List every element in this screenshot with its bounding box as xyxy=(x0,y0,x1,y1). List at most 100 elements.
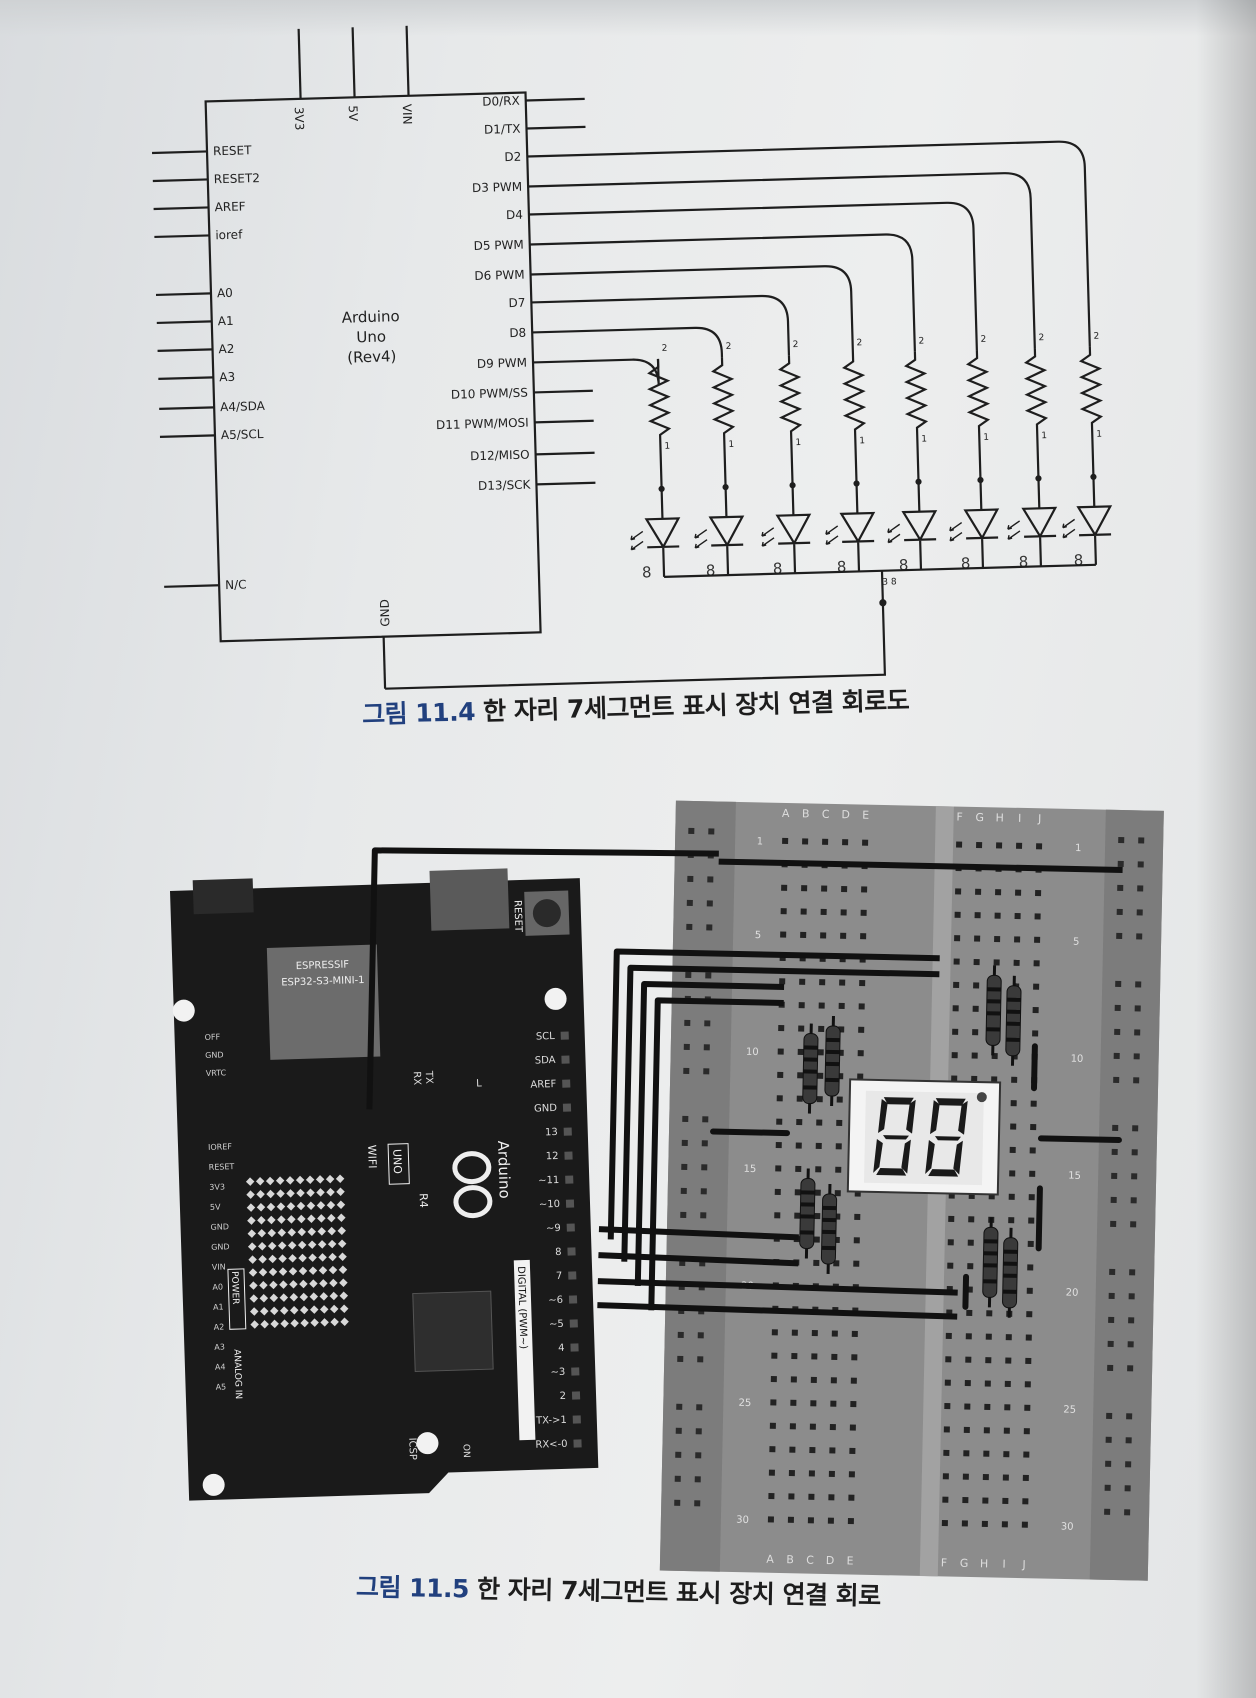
jumper-wire xyxy=(710,1128,791,1137)
terminal-hole xyxy=(993,959,1000,966)
matrix-led xyxy=(277,1228,287,1237)
rail-hole xyxy=(1126,1413,1133,1420)
rail-hole xyxy=(1124,1485,1131,1492)
terminal-hole xyxy=(944,1379,951,1386)
terminal-hole xyxy=(941,1519,948,1527)
terminal-hole xyxy=(791,1353,798,1360)
segment-glyph: 8 xyxy=(706,561,716,579)
rail-hole xyxy=(1131,1173,1138,1180)
terminal-hole xyxy=(954,911,961,918)
signal-wire xyxy=(531,294,791,356)
matrix-led xyxy=(326,1187,335,1197)
led-light-arrows xyxy=(887,523,901,544)
terminal-hole xyxy=(974,912,981,919)
right-header-label: 12 xyxy=(546,1151,559,1162)
matrix-led xyxy=(299,1292,309,1302)
terminal-hole xyxy=(1003,1451,1010,1458)
matrix-led xyxy=(257,1229,267,1238)
terminal-hole xyxy=(822,838,829,845)
left-pin-line xyxy=(152,150,208,155)
rail-hole xyxy=(680,1187,687,1194)
rail-hole xyxy=(1130,1197,1137,1204)
terminal-hole xyxy=(862,839,869,846)
rail-hole xyxy=(1124,1509,1131,1516)
header-pin xyxy=(562,1103,572,1112)
led-light-arrows xyxy=(630,530,644,551)
mounting-hole xyxy=(202,1473,225,1496)
resistor-band xyxy=(986,1027,1001,1032)
terminal-hole xyxy=(792,1282,799,1289)
terminal-hole xyxy=(796,1119,803,1126)
matrix-led xyxy=(328,1252,337,1262)
left-header-label: GND xyxy=(211,1242,230,1252)
terminal-hole xyxy=(837,1049,844,1056)
segment xyxy=(882,1135,909,1140)
matrix-led xyxy=(317,1214,326,1223)
right-pin-line xyxy=(525,97,585,102)
resistor xyxy=(842,353,867,514)
terminal-hole xyxy=(969,1146,976,1153)
terminal-hole xyxy=(850,1401,857,1408)
terminal-hole xyxy=(990,1123,997,1130)
right-header-label: ~6 xyxy=(548,1295,563,1306)
terminal-hole xyxy=(1003,1427,1010,1434)
power-label: POWER xyxy=(229,1271,240,1305)
terminal-hole xyxy=(1008,1217,1015,1224)
page-top-shadow xyxy=(0,0,1256,36)
terminal-hole xyxy=(976,841,983,849)
matrix-led xyxy=(286,1202,296,1211)
right-pin-label: D6 PWM xyxy=(474,268,525,283)
matrix-led xyxy=(256,1190,265,1199)
terminal-hole xyxy=(1023,1451,1030,1458)
header-pin xyxy=(565,1199,575,1208)
row-number: 5 xyxy=(755,930,762,941)
terminal-hole xyxy=(828,1470,835,1477)
header-pin xyxy=(563,1127,572,1136)
rail-hole xyxy=(701,1140,708,1147)
terminal-hole xyxy=(833,1236,840,1243)
resistor-band xyxy=(825,1037,841,1043)
rail-hole xyxy=(682,1115,689,1122)
rail-hole xyxy=(677,1355,684,1362)
header-pin xyxy=(561,1055,570,1064)
jumper-wire xyxy=(597,1302,958,1320)
resistor-band xyxy=(1006,1009,1021,1014)
rail-hole xyxy=(1104,1508,1111,1515)
column-letter: I xyxy=(1002,1558,1006,1571)
model-label: R4 xyxy=(417,1193,430,1208)
rail-hole xyxy=(1125,1461,1132,1468)
resistor xyxy=(904,351,929,512)
terminal-hole xyxy=(857,1073,864,1080)
gnd-pin-label: GND xyxy=(378,599,393,627)
terminal-hole xyxy=(1031,1077,1038,1084)
terminal-hole xyxy=(1032,1006,1039,1014)
terminal-hole xyxy=(851,1330,858,1337)
resistor-lead xyxy=(830,1015,835,1107)
matrix-led xyxy=(300,1318,309,1328)
terminal-hole xyxy=(996,842,1003,849)
terminal-hole xyxy=(807,1517,814,1524)
rail-hole xyxy=(1134,1029,1141,1036)
terminal-hole xyxy=(792,1306,799,1313)
column-letter: G xyxy=(960,1557,969,1570)
rail-hole xyxy=(678,1283,685,1290)
left-pin-label: A4/SDA xyxy=(220,399,266,414)
terminal-hole xyxy=(1005,1334,1012,1341)
matrix-led xyxy=(288,1267,298,1276)
usb-port xyxy=(192,878,254,915)
terminal-hole xyxy=(835,1143,842,1150)
terminal-hole xyxy=(817,1049,824,1056)
terminal-hole xyxy=(985,1357,992,1364)
rail-hole xyxy=(707,876,714,883)
terminal-hole xyxy=(808,1470,815,1477)
terminal-hole xyxy=(839,956,846,963)
terminal-hole xyxy=(986,1310,993,1317)
terminal-hole xyxy=(771,1352,778,1359)
resistor-band xyxy=(803,1045,818,1050)
rail-hole xyxy=(707,852,714,859)
terminal-hole xyxy=(1013,983,1020,990)
segment-glyph: 8 xyxy=(837,558,847,576)
right-header-label: ~11 xyxy=(538,1175,559,1187)
terminal-hole xyxy=(1030,1100,1037,1107)
resistor-body xyxy=(824,1025,841,1097)
